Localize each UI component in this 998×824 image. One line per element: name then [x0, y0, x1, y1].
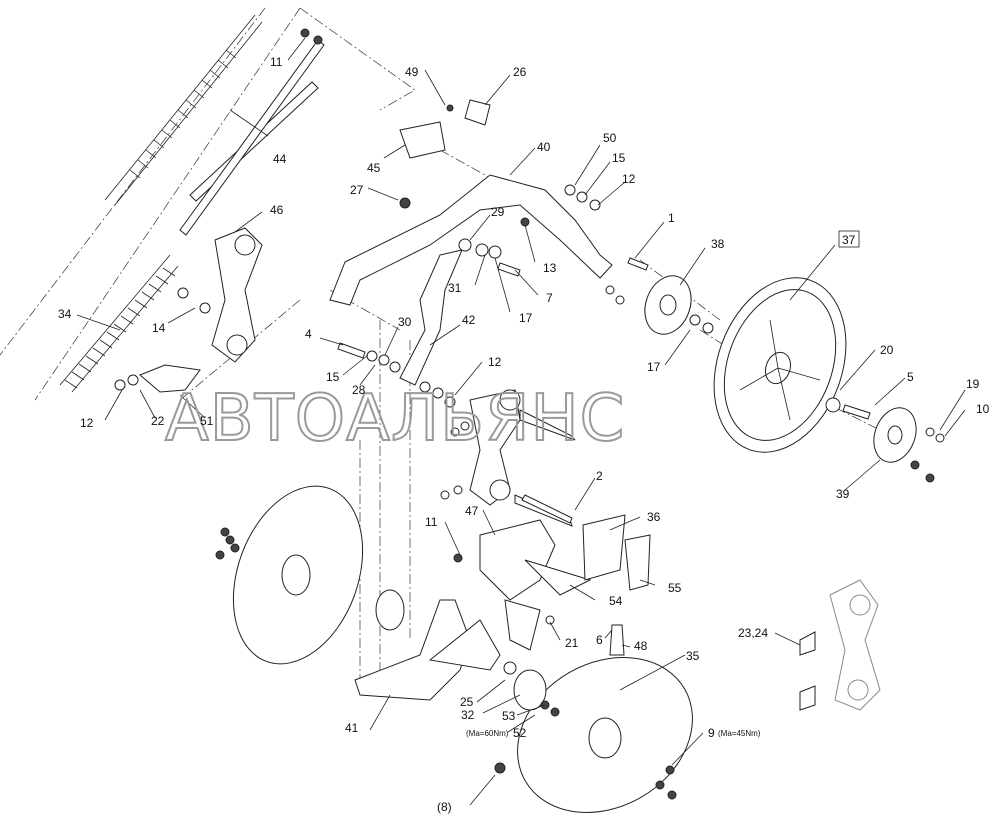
fasteners — [114, 28, 945, 800]
callout-38: 38 — [711, 237, 725, 251]
callout-11b: 11 — [425, 515, 438, 529]
rod-44 — [179, 39, 325, 236]
callout-1: 1 — [668, 211, 675, 225]
callout-49: 49 — [405, 65, 419, 79]
callout-4: 4 — [305, 327, 312, 341]
callout-22: 22 — [151, 414, 165, 428]
callout-26: 26 — [513, 65, 527, 79]
callout-labels: 11 44 49 26 45 40 50 15 12 27 46 29 13 1… — [58, 55, 990, 814]
callout-37: 37 — [842, 233, 856, 247]
callout-29: 29 — [491, 205, 505, 219]
torque-note-right: (Ma=45Nm) — [718, 729, 761, 738]
hub-39 — [873, 407, 917, 463]
callout-39: 39 — [836, 487, 850, 501]
callout-44: 44 — [273, 152, 287, 166]
watermark-text: АВТОАЛЬЯНС — [165, 382, 625, 456]
callout-55: 55 — [668, 581, 682, 595]
callout-21: 21 — [565, 636, 579, 650]
callout-19: 19 — [966, 377, 980, 391]
callout-17: 17 — [519, 311, 533, 325]
frame-arm-40 — [329, 174, 613, 306]
callout-12b: 12 — [488, 355, 502, 369]
callout-2: 2 — [596, 469, 603, 483]
pin-48 — [609, 624, 625, 656]
callout-54: 54 — [609, 594, 623, 608]
callout-10: 10 — [976, 402, 990, 416]
plate-55 — [624, 534, 651, 591]
disc-35 — [513, 657, 693, 813]
callout-52: 52 — [513, 726, 527, 740]
bracket-46 — [211, 227, 263, 363]
callout-17b: 17 — [647, 360, 661, 374]
plate-36 — [582, 514, 626, 581]
tension-spring — [104, 14, 263, 206]
plate-45 — [399, 121, 446, 159]
bracket-26 — [464, 99, 491, 126]
callout-45: 45 — [367, 161, 381, 175]
callout-32: 32 — [461, 708, 475, 722]
callout-46: 46 — [270, 203, 284, 217]
callout-48: 48 — [634, 639, 648, 653]
callout-28: 28 — [352, 383, 366, 397]
torque-note-left: (Ma=60Nm) — [466, 729, 509, 738]
callout-42: 42 — [462, 313, 476, 327]
callout-15: 15 — [612, 151, 626, 165]
callout-12: 12 — [622, 172, 636, 186]
callout-51: 51 — [200, 414, 214, 428]
scraper-assembly-47 — [479, 519, 592, 651]
callout-31: 31 — [448, 281, 462, 295]
callout-20: 20 — [880, 343, 894, 357]
disc-left — [232, 485, 405, 665]
callout-50: 50 — [603, 131, 617, 145]
callout-34: 34 — [58, 307, 72, 321]
callout-12c: 12 — [80, 416, 94, 430]
callout-11: 11 — [270, 55, 283, 69]
callout-27: 27 — [350, 183, 364, 197]
leader-lines — [76, 37, 966, 806]
gauge-wheel-37 — [713, 277, 847, 453]
callout-7: 7 — [546, 291, 553, 305]
callout-25: 25 — [460, 695, 474, 709]
hub-38 — [644, 275, 692, 335]
callout-13: 13 — [543, 261, 557, 275]
callout-15b: 15 — [326, 370, 340, 384]
callout-53: 53 — [502, 709, 516, 723]
callout-47: 47 — [465, 504, 479, 518]
callout-23-24: 23,24 — [738, 626, 768, 640]
callout-30: 30 — [398, 315, 412, 329]
callout-40: 40 — [537, 140, 551, 154]
callout-9: 9 — [708, 726, 715, 740]
callout-35: 35 — [686, 649, 700, 663]
bolt-2 — [521, 494, 573, 524]
arm-41 — [354, 599, 501, 701]
callout-8: (8) — [437, 800, 452, 814]
callout-37-box — [838, 230, 860, 248]
clip-51 — [139, 364, 201, 393]
callout-6: 6 — [596, 633, 603, 647]
callout-14: 14 — [152, 321, 166, 335]
bracket-23-24 — [799, 579, 881, 711]
spring-34 — [59, 254, 179, 393]
callout-36: 36 — [647, 510, 661, 524]
callout-41: 41 — [345, 721, 359, 735]
callout-5: 5 — [907, 370, 914, 384]
